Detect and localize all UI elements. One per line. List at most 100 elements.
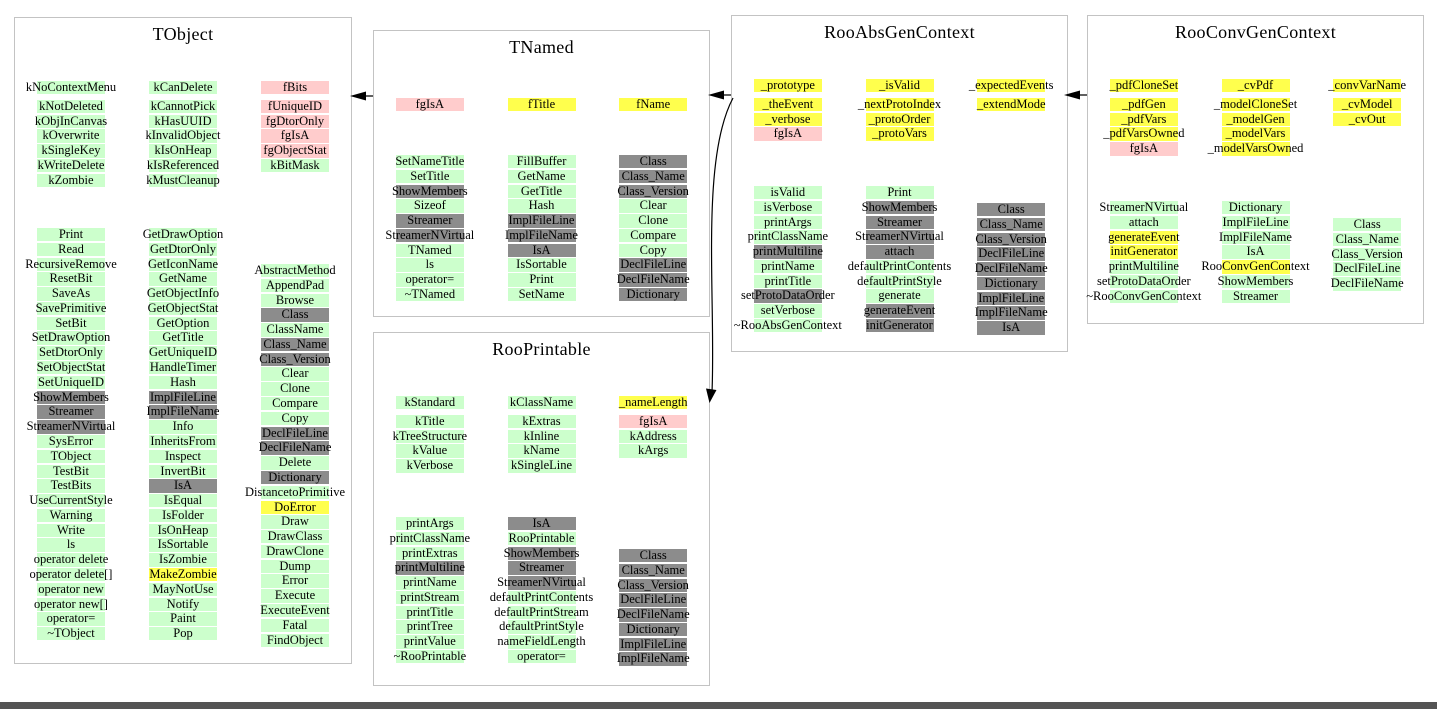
member-cell[interactable]: operator delete	[34, 552, 108, 567]
member-cell[interactable]: GetDrawOption	[143, 227, 223, 242]
member-cell[interactable]: Copy	[261, 411, 329, 426]
member-cell[interactable]: GetObjectStat	[148, 301, 218, 316]
member-cell[interactable]: GetUniqueID	[149, 345, 217, 360]
member-cell[interactable]: _cvOut	[1333, 112, 1402, 126]
member-cell[interactable]: Class_Version	[259, 352, 331, 367]
member-cell[interactable]: kNotDeleted	[37, 99, 105, 114]
member-cell[interactable]: Class_Name	[1333, 232, 1402, 247]
member-cell[interactable]: DoError	[261, 500, 329, 514]
member-cell[interactable]: Dump	[261, 559, 329, 574]
member-cell[interactable]: Hash	[507, 198, 576, 213]
member-cell[interactable]: ImplFileLine	[619, 637, 688, 652]
member-cell[interactable]: ImplFileName	[505, 228, 578, 243]
member-cell[interactable]: Class	[619, 154, 688, 169]
member-cell[interactable]: ImplFileLine	[507, 213, 576, 228]
member-cell[interactable]: kArgs	[619, 443, 688, 458]
member-cell[interactable]: kBitMask	[261, 158, 329, 173]
member-cell[interactable]: InheritsFrom	[149, 434, 217, 449]
member-cell[interactable]: DeclFileName	[1331, 276, 1404, 291]
member-cell[interactable]: printTree	[395, 620, 464, 634]
class-title-tobject[interactable]: TObject	[152, 24, 214, 44]
member-cell[interactable]: ShowMembers	[1218, 274, 1293, 289]
member-cell[interactable]: TestBits	[37, 478, 105, 493]
member-cell[interactable]: TNamed	[395, 243, 464, 258]
member-cell[interactable]: ~RooAbsGenContext	[734, 318, 842, 333]
member-cell[interactable]: setProtoDataOrder	[741, 289, 835, 303]
member-cell[interactable]: IsSortable	[507, 258, 576, 272]
member-cell[interactable]: Pop	[149, 626, 217, 641]
member-cell[interactable]: kValue	[395, 443, 464, 458]
member-cell[interactable]: setProtoDataOrder	[1097, 274, 1191, 289]
member-cell[interactable]: StreamerNVirtual	[27, 419, 115, 434]
member-cell[interactable]: Class	[619, 548, 688, 563]
member-cell[interactable]: Fatal	[261, 618, 329, 633]
member-cell[interactable]: kSingleLine	[507, 458, 576, 473]
member-cell[interactable]: RooConvGenContext	[1201, 259, 1310, 274]
member-cell[interactable]: _extendMode	[977, 97, 1046, 112]
member-cell[interactable]: generateEvent	[1108, 230, 1180, 244]
member-cell[interactable]: DeclFileLine	[977, 246, 1046, 261]
member-cell[interactable]: ls	[37, 537, 105, 552]
member-cell[interactable]: TestBit	[37, 464, 105, 478]
member-cell[interactable]: _verbose	[753, 112, 822, 126]
member-cell[interactable]: kClassName	[507, 395, 576, 410]
member-cell[interactable]: printMultiline	[395, 560, 465, 575]
member-cell[interactable]: MayNotUse	[149, 582, 217, 597]
member-cell[interactable]: fTitle	[507, 97, 576, 112]
member-cell[interactable]: Streamer	[395, 213, 464, 228]
member-cell[interactable]: DistancetoPrimitive	[245, 485, 345, 500]
member-cell[interactable]: fgIsA	[753, 126, 822, 141]
member-cell[interactable]: Class_Version	[1331, 247, 1403, 261]
member-cell[interactable]: Class_Version	[617, 184, 689, 198]
member-cell[interactable]: _modelGen	[1221, 112, 1290, 126]
member-cell[interactable]: printClassName	[390, 531, 470, 546]
member-cell[interactable]: defaultPrintStream	[494, 605, 589, 620]
member-cell[interactable]: GetTitle	[149, 331, 217, 345]
member-cell[interactable]: IsA	[977, 320, 1046, 335]
member-cell[interactable]: SetDrawOption	[32, 331, 110, 345]
member-cell[interactable]: Clear	[261, 367, 329, 381]
member-cell[interactable]: Hash	[149, 375, 217, 390]
member-cell[interactable]: kMustCleanup	[146, 173, 220, 188]
member-cell[interactable]: operator new	[37, 582, 105, 597]
member-cell[interactable]: GetObjectInfo	[147, 286, 219, 301]
member-cell[interactable]: Class	[977, 202, 1046, 217]
member-cell[interactable]: _protoVars	[865, 126, 934, 141]
member-cell[interactable]: ImplFileLine	[977, 291, 1046, 306]
member-cell[interactable]: isVerbose	[753, 200, 822, 215]
member-cell[interactable]: operator new[]	[34, 597, 108, 611]
member-cell[interactable]: _nextProtoIndex	[858, 97, 941, 112]
member-cell[interactable]: SetTitle	[395, 169, 464, 184]
member-cell[interactable]: printTitle	[395, 605, 464, 620]
member-cell[interactable]: generate	[865, 289, 934, 303]
member-cell[interactable]: Print	[865, 185, 934, 200]
member-cell[interactable]: FillBuffer	[507, 154, 576, 169]
member-cell[interactable]: ImplFileLine	[1221, 215, 1290, 230]
member-cell[interactable]: kHasUUID	[149, 114, 217, 128]
member-cell[interactable]: ShowMembers	[33, 390, 109, 404]
member-cell[interactable]: IsA	[507, 243, 576, 258]
member-cell[interactable]: Sizeof	[395, 198, 464, 213]
member-cell[interactable]: Class_Name	[619, 563, 688, 578]
member-cell[interactable]: initGenerator	[865, 318, 934, 333]
member-cell[interactable]: Streamer	[507, 560, 576, 575]
member-cell[interactable]: Dictionary	[1221, 200, 1290, 215]
member-cell[interactable]: kAddress	[619, 429, 688, 443]
member-cell[interactable]: Streamer	[37, 404, 105, 419]
member-cell[interactable]: TObject	[37, 449, 105, 464]
member-cell[interactable]: _pdfVarsOwned	[1103, 126, 1184, 141]
member-cell[interactable]: DrawClone	[261, 544, 329, 559]
member-cell[interactable]: IsA	[149, 478, 217, 493]
member-cell[interactable]: kName	[507, 443, 576, 458]
member-cell[interactable]: GetName	[149, 271, 217, 286]
member-cell[interactable]: InvertBit	[149, 464, 217, 478]
member-cell[interactable]: printValue	[395, 634, 464, 649]
member-cell[interactable]: kIsOnHeap	[149, 143, 217, 158]
member-cell[interactable]: printExtras	[395, 546, 464, 560]
member-cell[interactable]: kIsReferenced	[147, 158, 219, 173]
member-cell[interactable]: Dictionary	[619, 622, 688, 637]
member-cell[interactable]: HandleTimer	[149, 360, 217, 375]
member-cell[interactable]: Dictionary	[977, 276, 1046, 291]
member-cell[interactable]: ls	[395, 258, 464, 272]
member-cell[interactable]: DeclFileName	[259, 440, 331, 455]
